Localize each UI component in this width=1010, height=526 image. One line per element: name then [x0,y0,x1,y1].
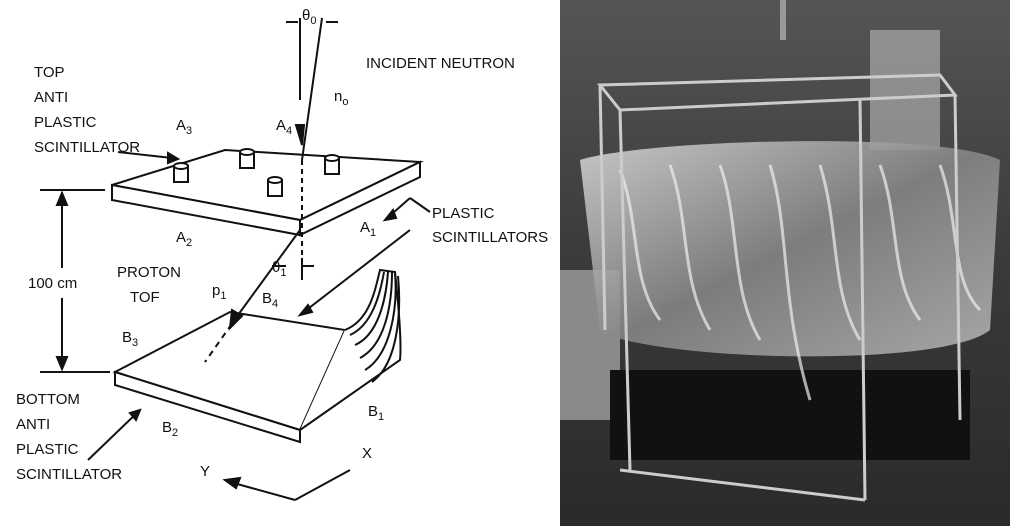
svg-text:PROTON: PROTON [117,264,181,281]
distance-dimension [40,189,110,373]
p1-label: p1 [212,282,226,302]
svg-text:PLASTIC: PLASTIC [16,441,79,458]
svg-text:BOTTOM: BOTTOM [16,391,80,408]
svg-text:PLASTIC: PLASTIC [34,114,97,131]
incident-neutron-label: INCIDENT NEUTRON [366,55,515,72]
proton-tof-label: PROTON TOF [117,264,181,306]
x-axis-label: X [362,445,372,462]
a4-label: A4 [276,117,292,137]
theta1-label: θ1 [272,259,286,279]
distance-label: 100 cm [28,275,77,292]
theta0-label: θ0 [302,7,316,27]
top-scintillator-slab [111,148,424,237]
svg-text:PLASTIC: PLASTIC [432,205,495,222]
svg-text:SCINTILLATOR: SCINTILLATOR [16,466,122,483]
bottom-scintillator-slab [112,268,402,444]
svg-text:ANTI: ANTI [16,416,50,433]
svg-text:ANTI: ANTI [34,89,68,106]
n0-label: no [334,88,348,108]
a2-label: A2 [176,229,192,249]
b4-label: B4 [262,290,278,310]
b3-label: B3 [122,329,138,349]
b1-label: B1 [368,403,384,423]
b2-label: B2 [162,419,178,439]
svg-text:TOP: TOP [34,64,65,81]
photomultiplier-tubes [173,148,340,197]
svg-text:SCINTILLATORS: SCINTILLATORS [432,229,548,246]
a3-label: A3 [176,117,192,137]
svg-text:SCINTILLATOR: SCINTILLATOR [34,139,140,156]
bottom-anti-label: BOTTOM ANTI PLASTIC SCINTILLATOR [16,391,122,483]
top-anti-label: TOP ANTI PLASTIC SCINTILLATOR [34,64,140,156]
axes-indicator [222,469,351,501]
y-axis-label: Y [200,463,210,480]
neutron-track [204,17,338,363]
svg-text:TOF: TOF [130,289,160,306]
a1-label: A1 [360,219,376,239]
detector-photo [560,0,1010,526]
detector-diagram: TOP ANTI PLASTIC SCINTILLATOR INCIDENT N… [16,7,548,501]
plastic-scintillators-label: PLASTIC SCINTILLATORS [432,205,548,246]
